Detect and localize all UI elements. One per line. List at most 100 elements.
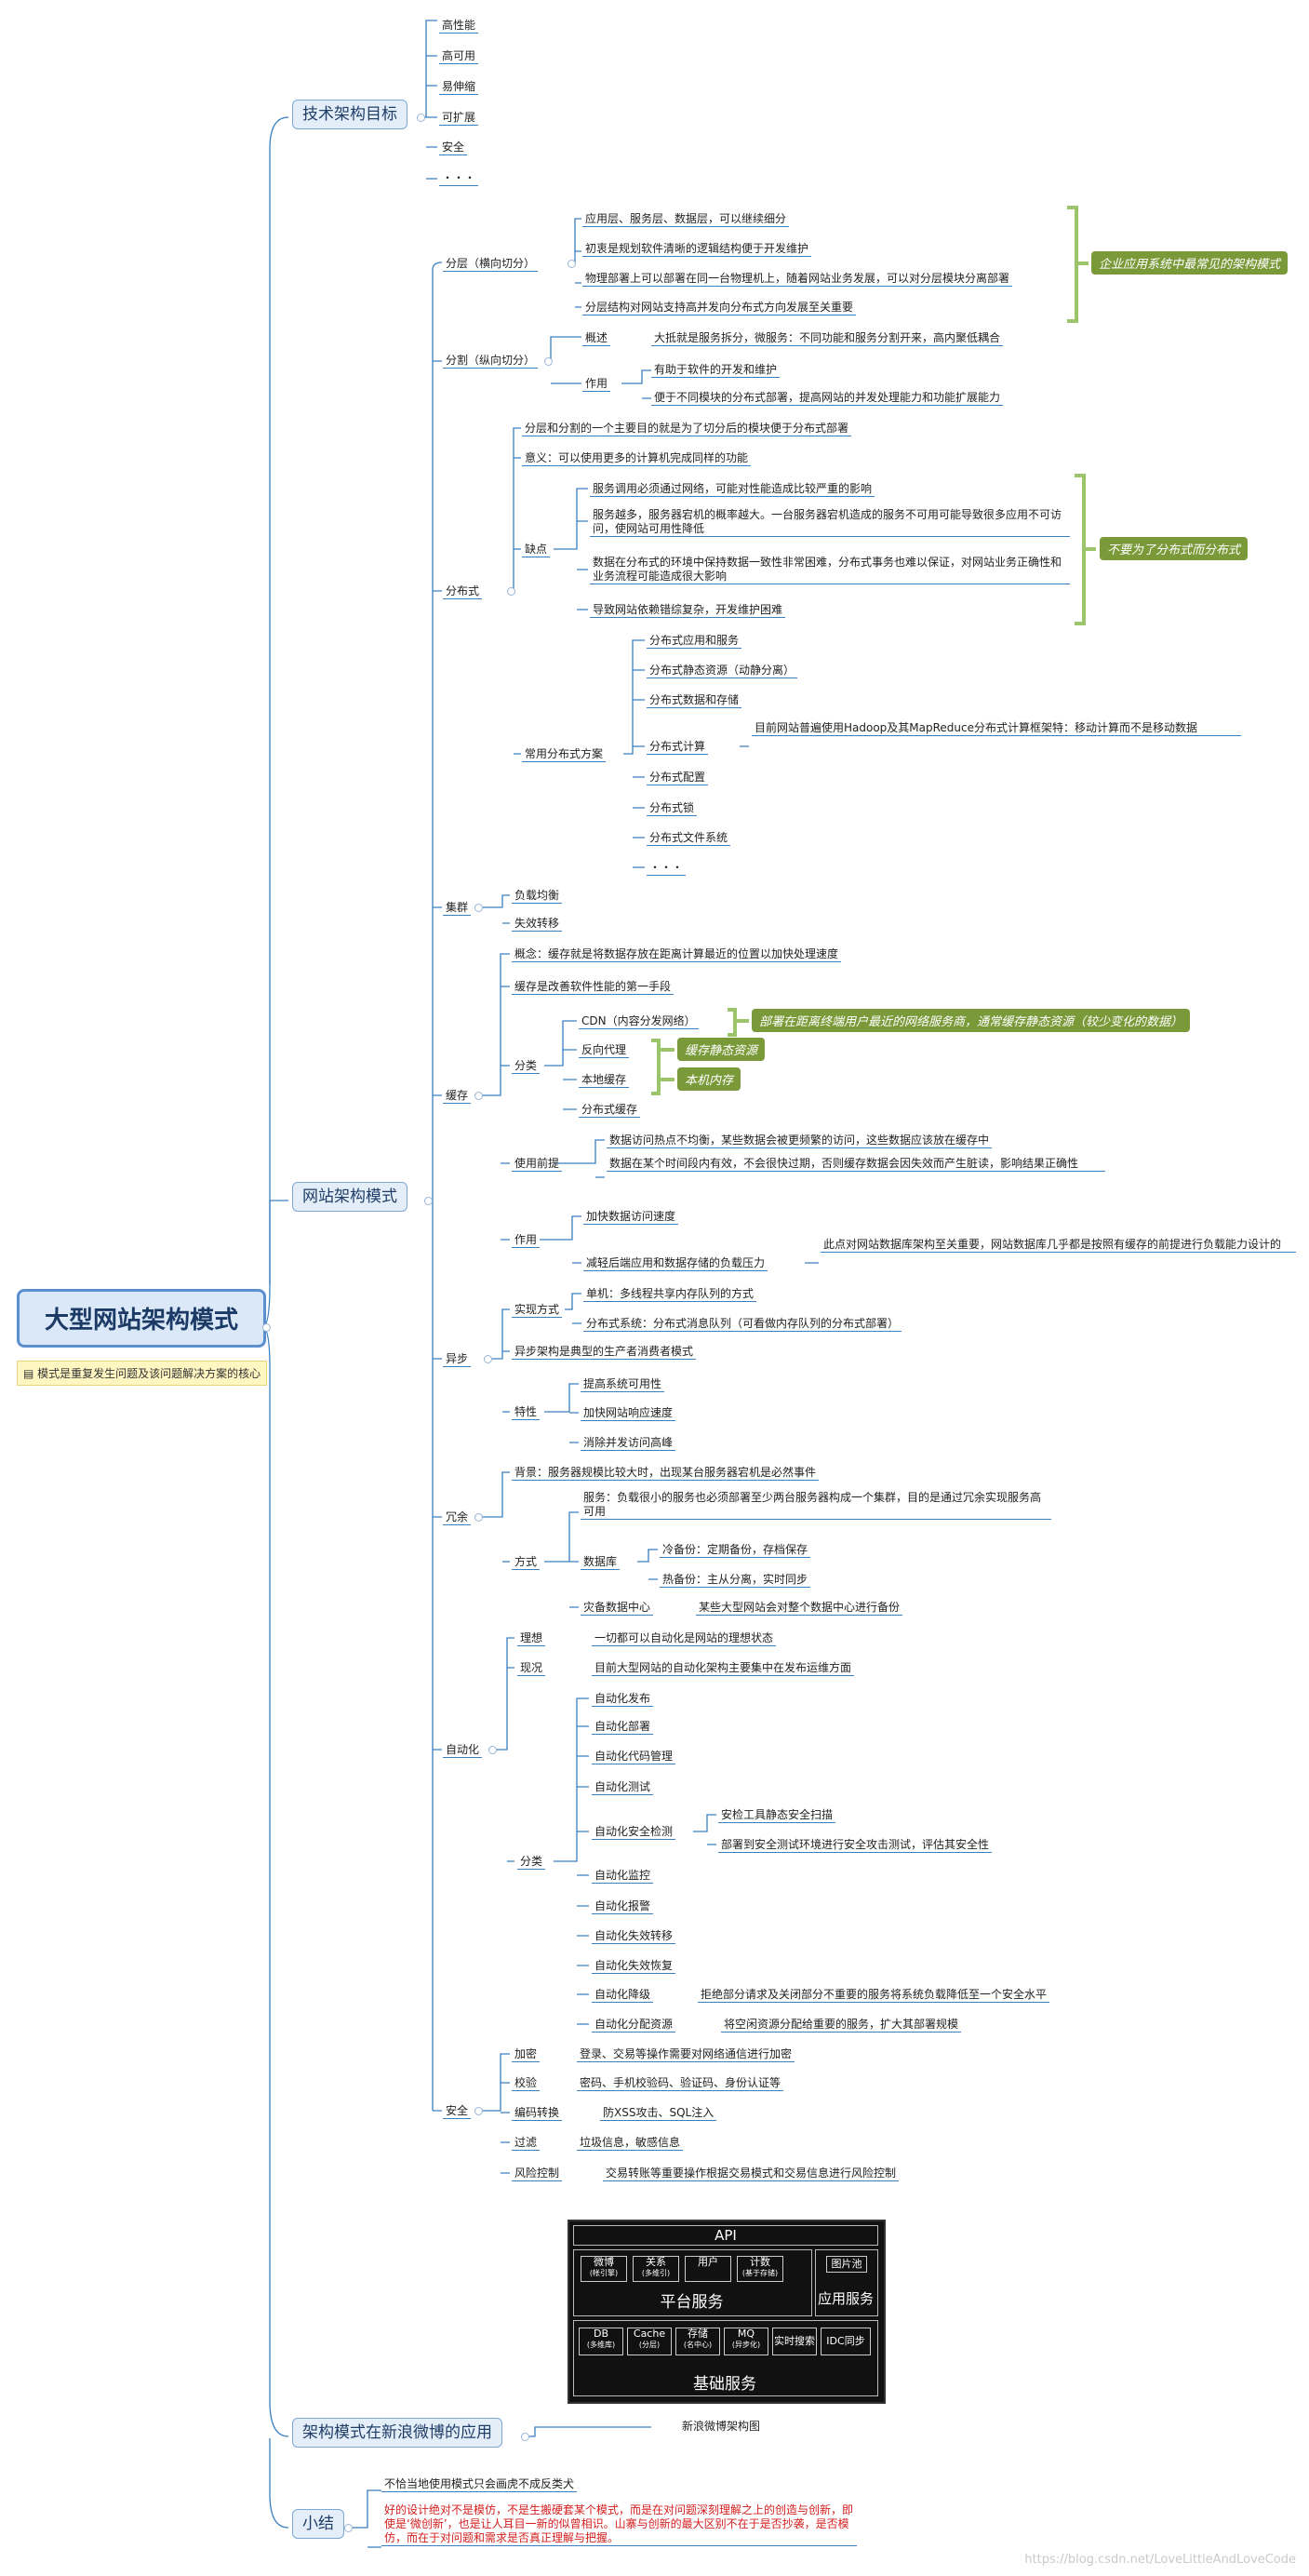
cluster-item[interactable]: 失效转移	[512, 917, 563, 932]
automation-class[interactable]: 自动化分配资源	[592, 2018, 676, 2033]
collapse-toggle[interactable]	[344, 2524, 353, 2532]
collapse-toggle[interactable]	[474, 1092, 483, 1100]
distributed-con[interactable]: 服务调用必须通过网络，可能对性能造成比较严重的影响	[590, 482, 875, 497]
split-effect-label[interactable]: 作用	[582, 377, 611, 392]
automation-class[interactable]: 自动化失效转移	[592, 1929, 676, 1944]
redundancy-ways-label[interactable]: 方式	[512, 1555, 541, 1570]
async-traits-label[interactable]: 特性	[512, 1405, 541, 1420]
layering-item[interactable]: 应用层、服务层、数据层，可以继续细分	[582, 212, 790, 227]
automation-ideal[interactable]: 一切都可以自动化是网站的理想状态	[592, 1631, 777, 1646]
distributed-solution[interactable]: 分布式锁	[647, 801, 698, 816]
security-node[interactable]: 安全	[443, 2104, 472, 2119]
async-pc[interactable]: 异步架构是典型的生产者消费者模式	[512, 1345, 697, 1360]
split-overview-label[interactable]: 概述	[582, 331, 611, 346]
async-trait[interactable]: 加快网站响应速度	[581, 1406, 676, 1421]
goal-item[interactable]: 高可用	[439, 49, 479, 64]
cluster-item[interactable]: 负载均衡	[512, 889, 563, 904]
automation-class[interactable]: 自动化报警	[592, 1899, 654, 1914]
async-impl-label[interactable]: 实现方式	[512, 1303, 563, 1318]
security-value[interactable]: 交易转账等重要操作根据交易模式和交易信息进行风险控制	[603, 2167, 900, 2181]
cache-premise[interactable]: 数据访问热点不均衡，某些数据会被更频繁的访问，这些数据应该放在缓存中	[607, 1134, 993, 1148]
cache-node[interactable]: 缓存	[443, 1089, 472, 1104]
layering-item[interactable]: 分层结构对网站支持高并发向分布式方向发展至关重要	[582, 301, 857, 315]
cache-first[interactable]: 缓存是改善软件性能的第一手段	[512, 980, 675, 995]
distributed-solution[interactable]: ・・・	[647, 861, 687, 876]
goal-item[interactable]: 安全	[439, 141, 468, 155]
async-impl[interactable]: 分布式系统：分布式消息队列（可看做内存队列的分布式部署）	[583, 1317, 902, 1332]
distributed-solution[interactable]: 分布式静态资源（动静分离）	[647, 664, 798, 678]
collapse-toggle[interactable]	[474, 904, 483, 912]
cache-premise[interactable]: 数据在某个时间段内有效，不会很快过期，否则缓存数据会因失效而产生脏读，影响结果正…	[607, 1157, 1105, 1172]
security-key[interactable]: 过滤	[512, 2136, 541, 2151]
redundancy-db-item[interactable]: 热备份：主从分离，实时同步	[660, 1573, 811, 1588]
summary-line[interactable]: 不恰当地使用模式只会画虎不成反类犬	[381, 2477, 578, 2492]
automation-status-label[interactable]: 现况	[517, 1661, 546, 1676]
goal-item[interactable]: 可扩展	[439, 111, 479, 126]
cache-effect-note[interactable]: 此点对网站数据库架构至关重要，网站数据库几乎都是按照有缓存的前提进行负载能力设计…	[821, 1238, 1296, 1253]
automation-security-item[interactable]: 部署到安全测试环境进行安全攻击测试，评估其安全性	[718, 1838, 993, 1853]
cache-premise-label[interactable]: 使用前提	[512, 1157, 563, 1172]
distributed-solution[interactable]: 分布式计算	[647, 740, 709, 755]
redundancy-node[interactable]: 冗余	[443, 1510, 472, 1525]
topic-goals[interactable]: 技术架构目标	[292, 100, 407, 129]
redundancy-dc-label[interactable]: 灾备数据中心	[581, 1601, 654, 1616]
split-overview-text[interactable]: 大抵就是服务拆分，微服务：不同功能和服务分割开来，高内聚低耦合	[651, 331, 1004, 346]
collapse-toggle[interactable]	[544, 357, 553, 366]
collapse-toggle[interactable]	[417, 114, 425, 122]
automation-allocate[interactable]: 将空闲资源分配给重要的服务，扩大其部署规模	[721, 2018, 962, 2033]
summary-line-highlight[interactable]: 好的设计绝对不是模仿，不是生搬硬套某个模式，而是在对问题深刻理解之上的创造与创新…	[381, 2503, 857, 2546]
cache-class[interactable]: CDN（内容分发网络）	[579, 1014, 699, 1029]
distributed-meaning[interactable]: 意义：可以使用更多的计算机完成同样的功能	[522, 451, 752, 466]
cache-effect[interactable]: 加快数据访问速度	[583, 1210, 679, 1225]
collapse-toggle[interactable]	[424, 1197, 433, 1205]
async-node[interactable]: 异步	[443, 1352, 472, 1367]
root-topic[interactable]: 大型网站架构模式	[17, 1289, 266, 1348]
automation-degrade[interactable]: 拒绝部分请求及关闭部分不重要的服务将系统负载降低至一个安全水平	[698, 1988, 1050, 2003]
cache-classify-label[interactable]: 分类	[512, 1059, 541, 1074]
automation-class[interactable]: 自动化失效恢复	[592, 1959, 676, 1974]
redundancy-background[interactable]: 背景：服务器规模比较大时，出现某台服务器宕机是必然事件	[512, 1466, 820, 1481]
collapse-toggle[interactable]	[521, 2433, 529, 2441]
layering-node[interactable]: 分层（横向切分）	[443, 257, 539, 272]
security-key[interactable]: 风险控制	[512, 2167, 563, 2181]
layering-item[interactable]: 物理部署上可以部署在同一台物理机上，随着网站业务发展，可以对分层模块分离部署	[582, 272, 1013, 287]
collapse-toggle[interactable]	[484, 1355, 492, 1363]
collapse-toggle[interactable]	[507, 587, 515, 596]
redundancy-db-label[interactable]: 数据库	[581, 1555, 621, 1570]
topic-weibo[interactable]: 架构模式在新浪微博的应用	[292, 2418, 502, 2448]
distributed-cons-label[interactable]: 缺点	[522, 543, 551, 557]
collapse-toggle[interactable]	[568, 260, 576, 268]
cluster-node[interactable]: 集群	[443, 901, 472, 916]
security-value[interactable]: 登录、交易等操作需要对网络通信进行加密	[577, 2047, 795, 2062]
goal-item[interactable]: 高性能	[439, 19, 479, 34]
distributed-con[interactable]: 导致网站依赖错综复杂，开发维护困难	[590, 603, 786, 618]
cache-effect-label[interactable]: 作用	[512, 1233, 541, 1248]
security-value[interactable]: 防XSS攻击、SQL注入	[600, 2106, 717, 2121]
automation-node[interactable]: 自动化	[443, 1743, 483, 1758]
automation-class[interactable]: 自动化发布	[592, 1692, 654, 1707]
automation-class[interactable]: 自动化监控	[592, 1869, 654, 1884]
security-value[interactable]: 垃圾信息，敏感信息	[577, 2136, 684, 2151]
collapse-toggle[interactable]	[474, 1513, 483, 1522]
async-impl[interactable]: 单机：多线程共享内存队列的方式	[583, 1287, 757, 1302]
goal-item[interactable]: 易伸缩	[439, 80, 479, 95]
redundancy-db-item[interactable]: 冷备份：定期备份，存档保存	[660, 1543, 811, 1558]
cache-effect[interactable]: 减轻后端应用和数据存储的负载压力	[583, 1256, 768, 1271]
collapse-toggle[interactable]	[488, 1746, 497, 1754]
distributed-node[interactable]: 分布式	[443, 584, 483, 599]
split-effect-item[interactable]: 有助于软件的开发和维护	[651, 363, 781, 378]
topic-patterns[interactable]: 网站架构模式	[292, 1182, 407, 1212]
collapse-toggle[interactable]	[474, 2107, 483, 2115]
security-key[interactable]: 加密	[512, 2047, 541, 2062]
distributed-solution[interactable]: 分布式应用和服务	[647, 634, 742, 649]
security-key[interactable]: 校验	[512, 2076, 541, 2091]
automation-class[interactable]: 自动化代码管理	[592, 1750, 676, 1764]
automation-class[interactable]: 自动化部署	[592, 1720, 654, 1735]
automation-class[interactable]: 自动化测试	[592, 1780, 654, 1795]
collapse-toggle[interactable]	[262, 1323, 271, 1332]
cache-class[interactable]: 反向代理	[579, 1043, 630, 1058]
topic-summary[interactable]: 小结	[292, 2509, 344, 2539]
automation-status[interactable]: 目前大型网站的自动化架构主要集中在发布运维方面	[592, 1661, 855, 1676]
security-value[interactable]: 密码、手机校验码、验证码、身份认证等	[577, 2076, 784, 2091]
cache-class[interactable]: 分布式缓存	[579, 1103, 641, 1118]
